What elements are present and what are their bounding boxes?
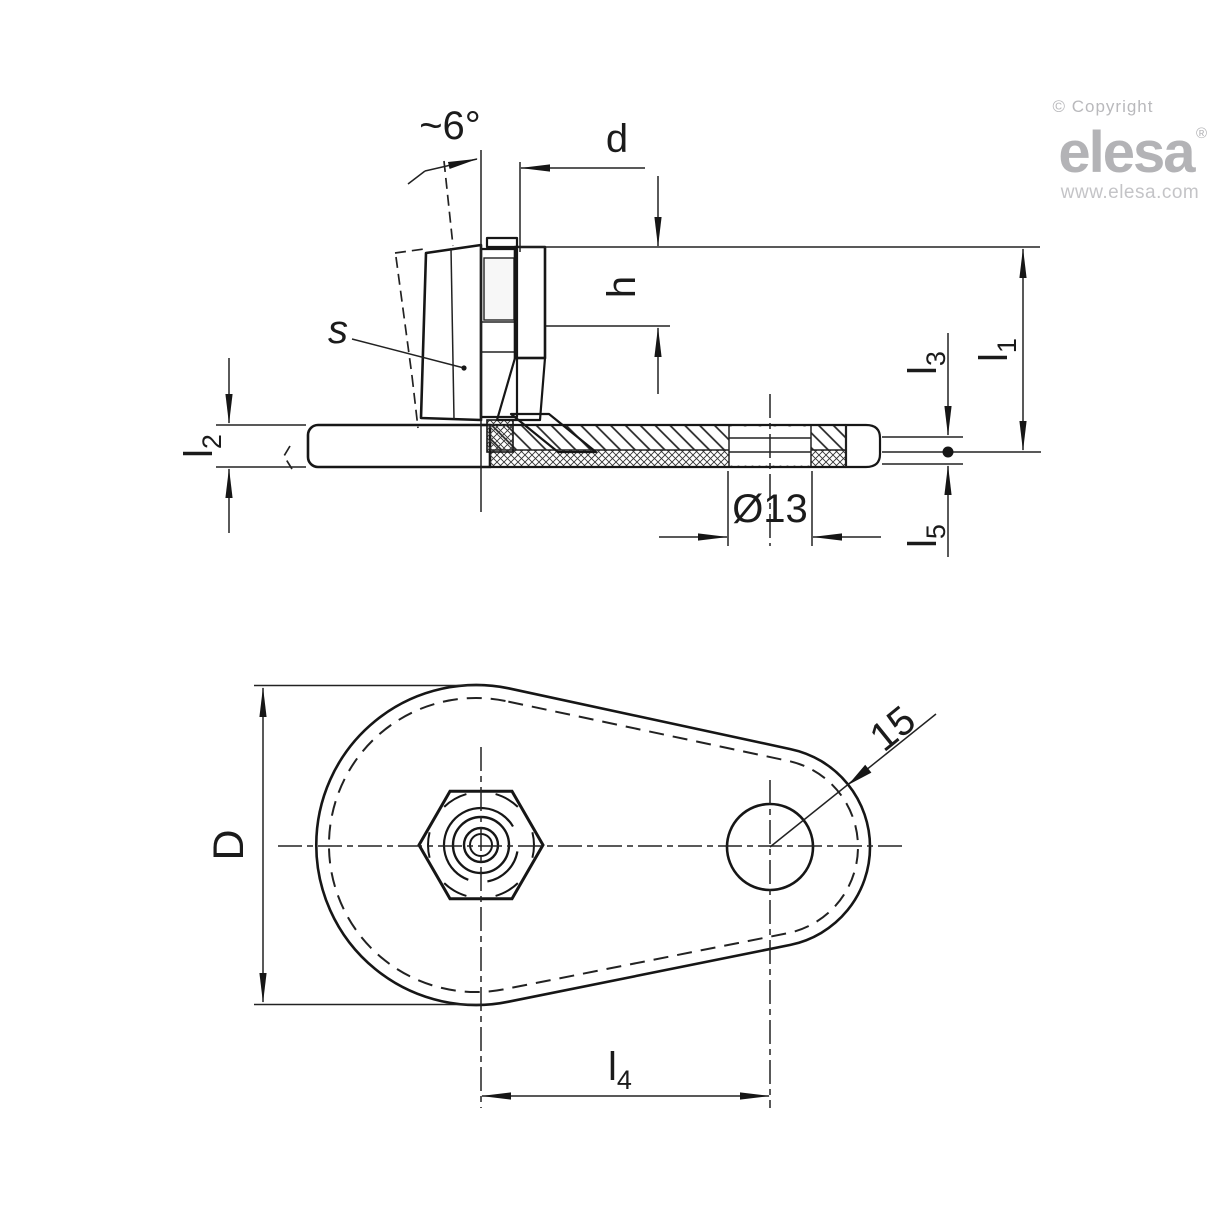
stud-cone [495,356,547,422]
thread-arc-circle [442,806,514,881]
teardrop-plate [314,683,872,1007]
website-text: www.elesa.com [1060,182,1200,203]
angle-dim-line [424,158,478,172]
base-plate-left [306,423,492,469]
stud-cap [485,236,519,249]
plate-end-cap [844,423,882,469]
rubber-joint [486,419,514,453]
l2-label: l2 [177,434,227,458]
s-leader [351,338,465,369]
plan-view: D 15 l4 [205,683,937,1108]
label-15: 15 [862,698,924,760]
brand-block: © Copyright elesa ® www.elesa.com [1052,97,1207,203]
hex-chamfer-arcs [427,793,535,897]
registered-mark: ® [1196,125,1207,142]
d-label: d [606,117,628,161]
rubber-contour-dashed [327,697,859,993]
h-label: h [600,276,644,298]
s-label: s [328,308,348,352]
reference-dot [942,446,954,458]
threaded-stud-section [513,245,547,360]
dia13-label: Ø13 [732,487,808,531]
l3-label: l3 [901,351,951,375]
l4-label: l4 [608,1045,632,1095]
l1-label: l1 [972,338,1022,362]
leader-15-arrow [848,764,872,785]
D-label: D [205,829,253,860]
tilt-axis-dashed [443,160,454,247]
hex-facet-line [450,247,455,420]
foot-flare [509,412,598,454]
side-section-view: ~6° d h s l2 Ø13 l [177,104,1041,557]
l5-label: l5 [901,524,951,548]
angle-label: ~6° [419,104,481,148]
copyright-text: © Copyright [1052,97,1153,116]
elesa-logo: elesa [1058,120,1196,185]
